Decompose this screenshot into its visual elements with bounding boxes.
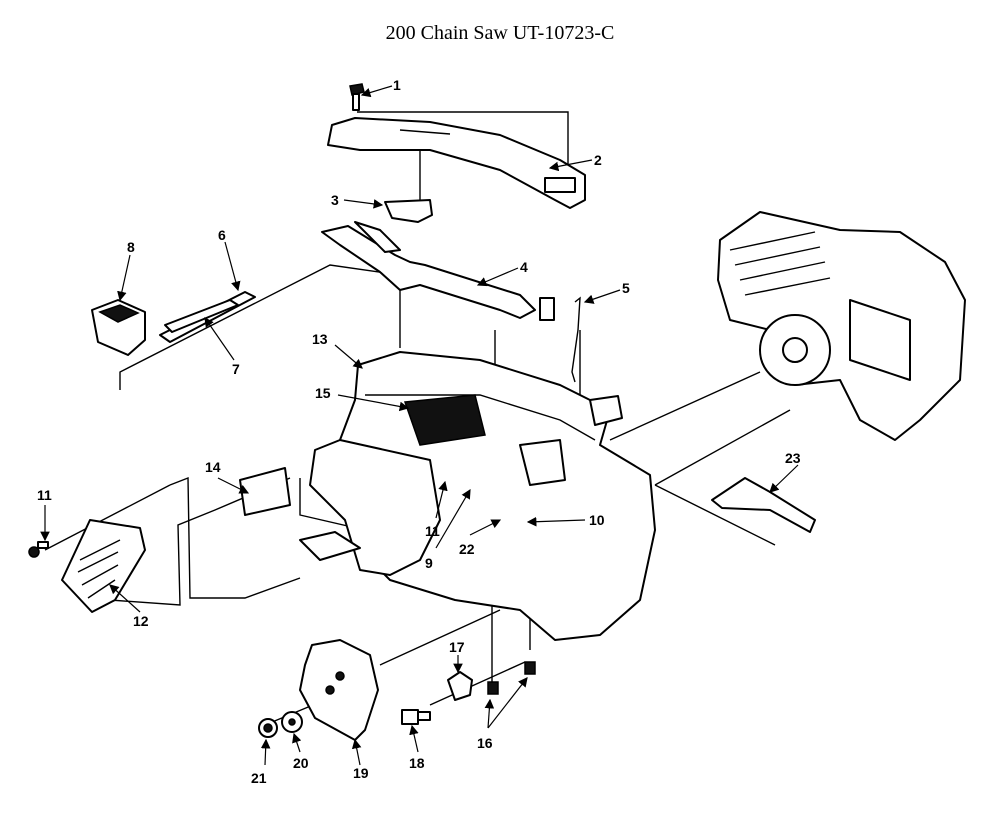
callout-18: 18 [409, 755, 425, 771]
callout-4: 4 [520, 259, 528, 275]
part-6-7-pin-spring [159, 291, 256, 343]
callout-15: 15 [315, 385, 331, 401]
callout-17: 17 [449, 639, 465, 655]
part-8-switch [91, 299, 146, 356]
callout-5: 5 [622, 280, 630, 296]
part-5-wire-link [571, 296, 581, 383]
callout-3: 3 [331, 192, 339, 208]
part-14-gasket [239, 467, 291, 516]
assembly-guide-lines [44, 111, 791, 726]
part-4-throttle-lever [321, 221, 555, 321]
callout-11-left: 11 [37, 487, 52, 503]
callout-6: 6 [218, 227, 226, 243]
callout-labels: 1 2 3 4 5 6 7 8 9 10 11 11 12 13 14 15 1… [37, 77, 801, 786]
part-19-side-plate [299, 639, 379, 741]
callout-2: 2 [594, 152, 602, 168]
callout-21: 21 [251, 770, 267, 786]
part-3-bracket [384, 199, 433, 223]
callout-23: 23 [785, 450, 801, 466]
callout-16: 16 [477, 735, 493, 751]
part-18-bolt [401, 709, 431, 725]
callout-22: 22 [459, 541, 475, 557]
part-1-screw [349, 83, 365, 111]
part-11-screw-left [28, 541, 49, 558]
part-13-main-housing [299, 351, 656, 641]
part-2-handle-cover [327, 117, 586, 209]
callout-20: 20 [293, 755, 309, 771]
part-16-screws [487, 661, 536, 695]
callout-11-center: 11 [425, 523, 440, 539]
callout-1: 1 [393, 77, 401, 93]
part-20-washer [281, 711, 303, 733]
callout-7: 7 [232, 361, 240, 377]
part-17-mount [447, 671, 473, 701]
callout-19: 19 [353, 765, 369, 781]
callout-8: 8 [127, 239, 135, 255]
callout-14: 14 [205, 459, 221, 475]
callout-10: 10 [589, 512, 605, 528]
leader-lines [40, 85, 799, 766]
callout-13: 13 [312, 331, 328, 347]
callout-12: 12 [133, 613, 149, 629]
engine-block [717, 211, 966, 441]
callout-9: 9 [425, 555, 433, 571]
part-21-nut [258, 718, 278, 738]
diagram-title: 200 Chain Saw UT-10723-C [385, 22, 615, 44]
part-12-filter-cover [61, 519, 146, 613]
part-23-clip [711, 477, 816, 533]
